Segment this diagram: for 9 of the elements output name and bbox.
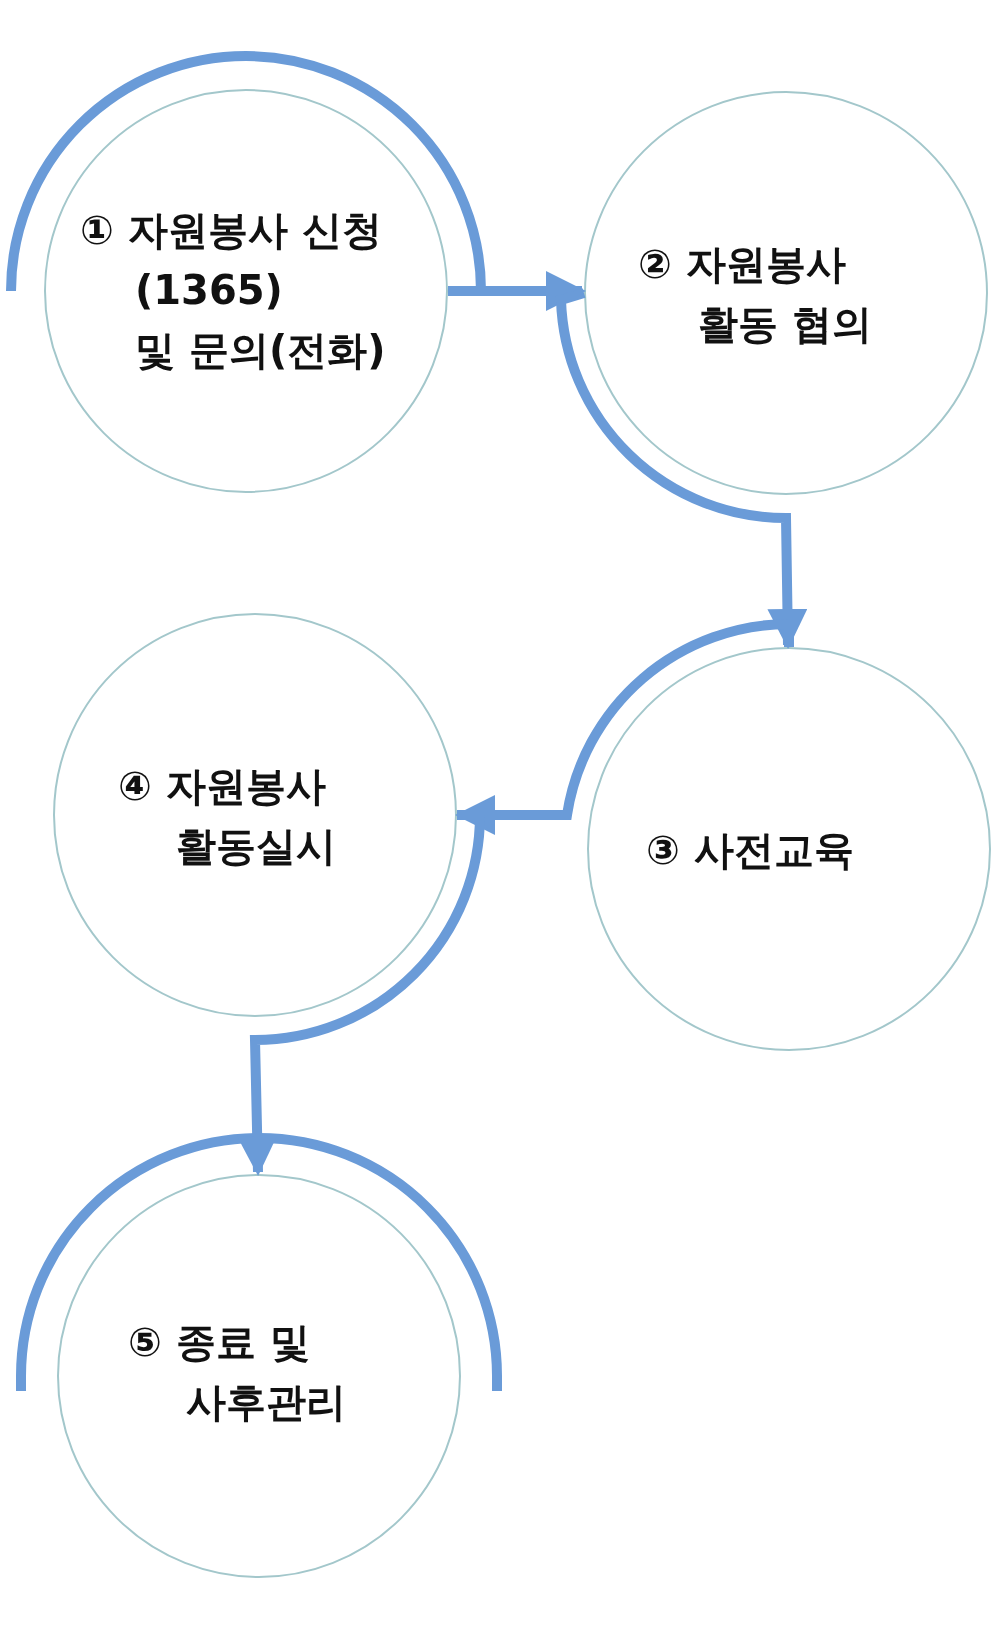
step-label: ④ 자원봉사 활동실시	[118, 762, 336, 871]
flow-arrow	[455, 619, 794, 835]
step-label: ② 자원봉사 활동 협의	[638, 240, 872, 349]
step-label: ① 자원봉사 신청 (1365) 및 문의(전화)	[80, 206, 386, 375]
step-label: ⑤ 종료 및 사후관리	[128, 1318, 346, 1427]
flow-arrow	[448, 271, 586, 311]
flow-arrow	[237, 810, 485, 1176]
flow-arrow	[556, 288, 808, 649]
step-label: ③ 사전교육	[646, 826, 854, 875]
